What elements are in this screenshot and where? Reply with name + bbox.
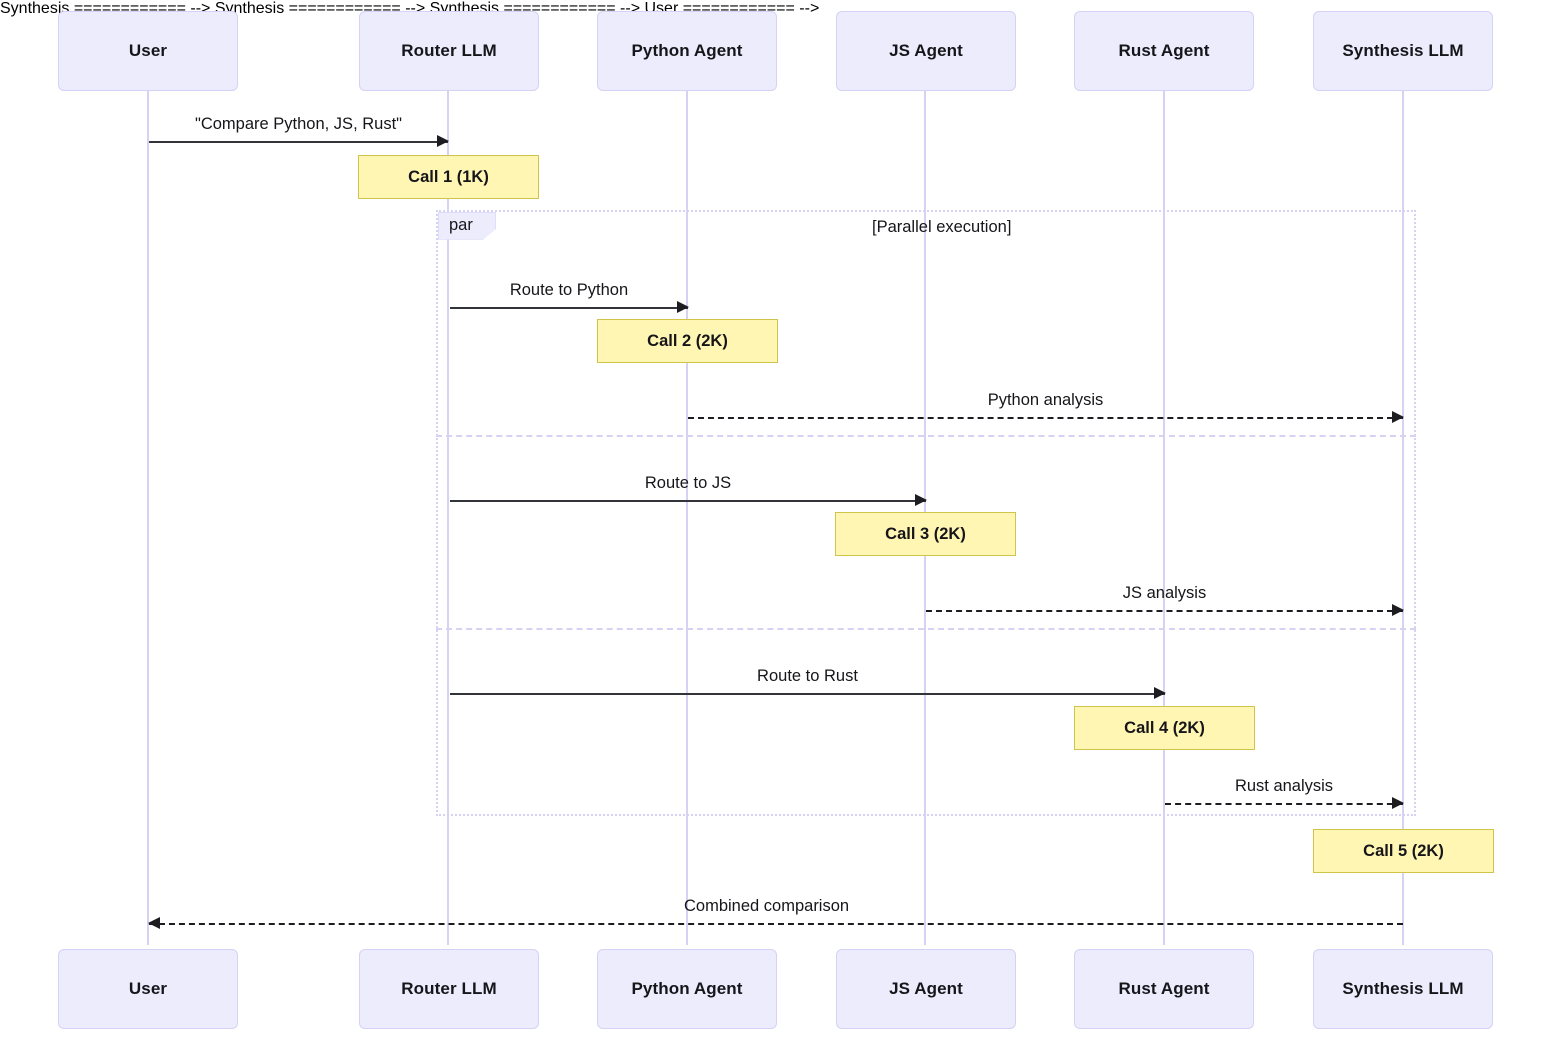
participant-header-synthesis[interactable]: Synthesis LLM bbox=[1313, 11, 1493, 91]
note-label: Call 3 (2K) bbox=[885, 524, 966, 543]
arrowhead-right-icon bbox=[915, 494, 927, 506]
participant-label: Rust Agent bbox=[1118, 41, 1210, 60]
participant-label: JS Agent bbox=[889, 41, 963, 60]
message-label: JS analysis bbox=[1122, 584, 1207, 602]
participant-footer-rust[interactable]: Rust Agent bbox=[1074, 949, 1254, 1029]
message-line bbox=[688, 417, 1403, 419]
message-label: Rust analysis bbox=[1234, 777, 1334, 795]
participant-footer-user[interactable]: User bbox=[58, 949, 238, 1029]
note-call-4: Call 4 (2K) bbox=[1074, 706, 1255, 750]
participant-footer-python[interactable]: Python Agent bbox=[597, 949, 777, 1029]
arrowhead-right-icon bbox=[1154, 687, 1166, 699]
participant-header-router[interactable]: Router LLM bbox=[359, 11, 539, 91]
participant-footer-router[interactable]: Router LLM bbox=[359, 949, 539, 1029]
message-label: Route to JS bbox=[644, 474, 732, 492]
par-divider-1 bbox=[436, 435, 1416, 437]
participant-header-js[interactable]: JS Agent bbox=[836, 11, 1016, 91]
par-fragment-keyword: par bbox=[438, 212, 496, 240]
arrowhead-right-icon bbox=[1392, 411, 1404, 423]
arrowhead-right-icon bbox=[1392, 797, 1404, 809]
arrowhead-left-icon bbox=[148, 917, 160, 929]
note-call-2: Call 2 (2K) bbox=[597, 319, 778, 363]
participant-footer-js[interactable]: JS Agent bbox=[836, 949, 1016, 1029]
par-divider-2 bbox=[436, 628, 1416, 630]
participant-label: Router LLM bbox=[401, 979, 497, 998]
message-line bbox=[926, 610, 1403, 612]
participant-label: User bbox=[128, 41, 168, 60]
lifeline-user bbox=[147, 90, 149, 945]
lifeline-synthesis bbox=[1402, 90, 1404, 945]
arrowhead-right-icon bbox=[1392, 604, 1404, 616]
participant-label: Rust Agent bbox=[1118, 979, 1210, 998]
participant-header-rust[interactable]: Rust Agent bbox=[1074, 11, 1254, 91]
participant-label: JS Agent bbox=[889, 979, 963, 998]
note-label: Call 2 (2K) bbox=[647, 331, 728, 350]
participant-header-user[interactable]: User bbox=[58, 11, 238, 91]
message-line bbox=[450, 307, 688, 309]
message-line bbox=[149, 141, 448, 143]
message-label: Python analysis bbox=[987, 391, 1104, 409]
note-call-1: Call 1 (1K) bbox=[358, 155, 539, 199]
message-label: Combined comparison bbox=[684, 897, 850, 915]
arrowhead-right-icon bbox=[437, 135, 449, 147]
participant-label: User bbox=[128, 979, 168, 998]
lifeline-rust bbox=[1163, 90, 1165, 945]
participant-label: Synthesis LLM bbox=[1342, 41, 1464, 60]
message-line bbox=[450, 693, 1165, 695]
lifeline-python bbox=[686, 90, 688, 945]
participant-label: Synthesis LLM bbox=[1342, 979, 1464, 998]
note-call-5: Call 5 (2K) bbox=[1313, 829, 1494, 873]
arrowhead-right-icon bbox=[677, 301, 689, 313]
message-label: Route to Rust bbox=[757, 667, 858, 685]
message-label: Route to Python bbox=[509, 281, 629, 299]
note-call-3: Call 3 (2K) bbox=[835, 512, 1016, 556]
participant-label: Python Agent bbox=[631, 979, 743, 998]
lifeline-router bbox=[447, 90, 449, 945]
participant-label: Python Agent bbox=[631, 41, 743, 60]
par-fragment-title: [Parallel execution] bbox=[872, 218, 1012, 236]
message-label: "Compare Python, JS, Rust" bbox=[194, 115, 403, 133]
message-line bbox=[450, 500, 926, 502]
message-line bbox=[1165, 803, 1403, 805]
note-label: Call 1 (1K) bbox=[408, 167, 489, 186]
message-line bbox=[149, 923, 1403, 925]
participant-footer-synthesis[interactable]: Synthesis LLM bbox=[1313, 949, 1493, 1029]
note-label: Call 5 (2K) bbox=[1363, 841, 1444, 860]
participant-label: Router LLM bbox=[401, 41, 497, 60]
note-label: Call 4 (2K) bbox=[1124, 718, 1205, 737]
participant-header-python[interactable]: Python Agent bbox=[597, 11, 777, 91]
